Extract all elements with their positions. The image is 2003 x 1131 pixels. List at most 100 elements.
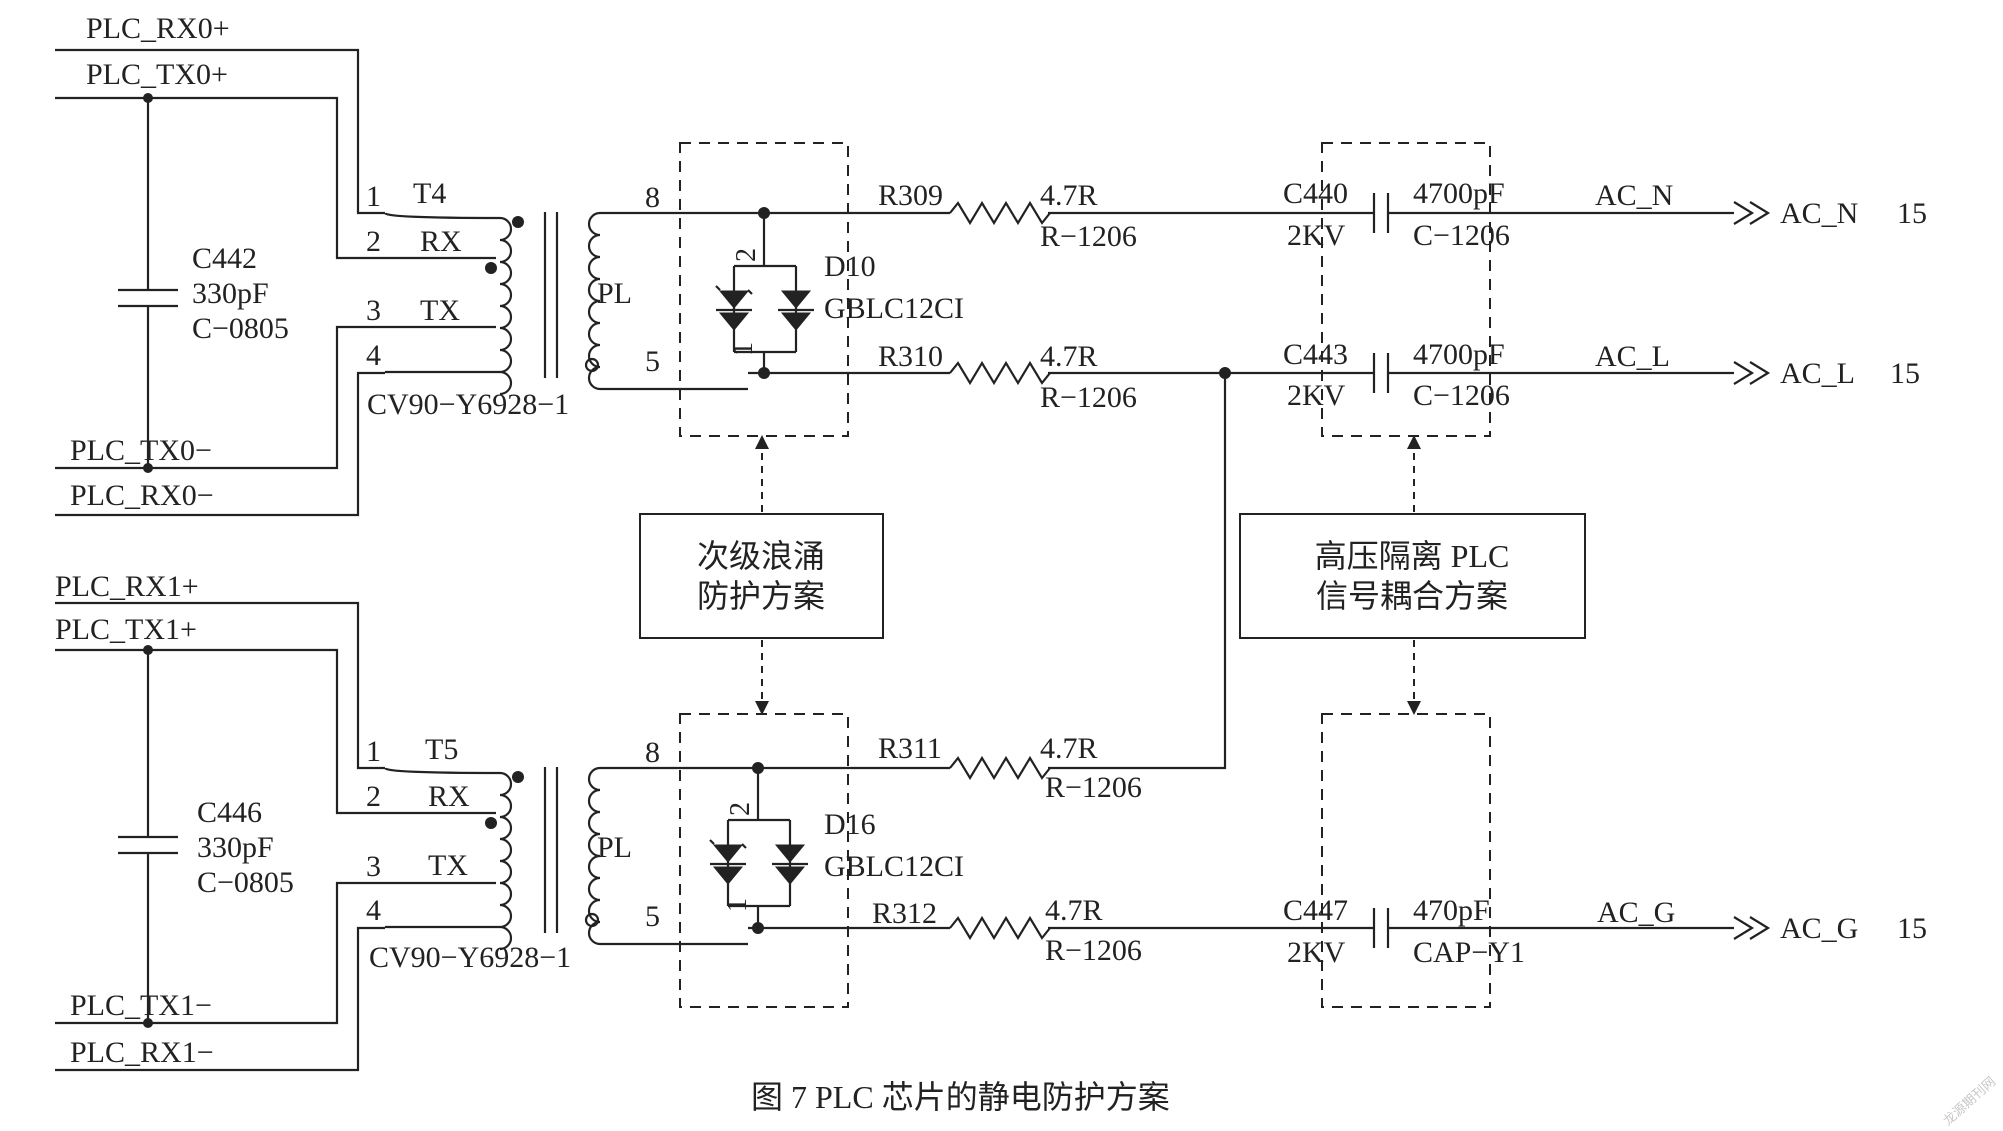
polarity-dot (485, 817, 497, 829)
transformer-primary-coil (383, 211, 513, 396)
cap-package: C−0805 (197, 866, 294, 899)
resistor-package: R−1206 (1040, 220, 1137, 253)
pin-number: 2 (366, 780, 381, 813)
circuit-1: PLC_RX0+ PLC_TX0+ PLC_TX0− PLC_RX0− C442… (55, 12, 1927, 517)
pin-number: 3 (366, 850, 381, 883)
transformer-tx-label: TX (428, 849, 468, 882)
transformer-pl-label: PL (597, 277, 632, 310)
net-label: AC_G (1597, 896, 1675, 929)
offpage-port: AC_L (1780, 357, 1855, 390)
cap-voltage: 2KV (1287, 379, 1346, 412)
tvs-diode-right (780, 290, 812, 331)
wire-tx1-neg (55, 881, 385, 1025)
cap-voltage: 2KV (1287, 219, 1346, 252)
cap-value: 330pF (192, 277, 269, 310)
transformer-rx-label: RX (428, 780, 470, 813)
cap-package: C−1206 (1413, 379, 1510, 412)
resistor-package: R−1206 (1040, 381, 1137, 414)
resistor-ref: R311 (878, 732, 942, 765)
junction-dot (143, 1018, 153, 1028)
resistor-r312 (949, 915, 1051, 941)
offpage-page: 15 (1897, 912, 1927, 945)
watermark: 龙源期刊网 (1940, 1074, 1998, 1129)
net-label: PLC_TX0− (70, 434, 212, 467)
diode-pin: 2 (731, 248, 762, 262)
offpage-arrow-ac-l (1733, 361, 1771, 385)
cap-c440 (1372, 193, 1390, 233)
diode-part: GBLC12CI (824, 850, 964, 883)
surge-protection-box (679, 713, 849, 1008)
coupling-callout-box (1239, 513, 1586, 639)
resistor-ref: R309 (878, 179, 943, 212)
offpage-page: 15 (1890, 357, 1920, 390)
coupling-box-bottom (1321, 713, 1491, 1008)
resistor-package: R−1206 (1045, 771, 1142, 804)
resistor-value: 4.7R (1040, 179, 1098, 212)
cap-ref: C443 (1283, 338, 1348, 371)
net-label: AC_L (1595, 340, 1670, 373)
resistor-r310 (949, 360, 1051, 386)
cap-ref: C446 (197, 796, 262, 829)
resistor-value: 4.7R (1040, 340, 1098, 373)
tvs-diode-left (718, 290, 750, 331)
transformer-secondary-coil (587, 211, 748, 391)
net-label: AC_N (1595, 179, 1673, 212)
transformer-primary-coil (383, 766, 513, 951)
net-label: PLC_RX0+ (86, 12, 230, 45)
diode-pin: 1 (728, 342, 759, 356)
pin-number: 1 (366, 180, 381, 213)
pin-number: 4 (366, 894, 381, 927)
tvs-bars (709, 839, 808, 866)
diode-ref: D10 (824, 250, 876, 283)
surge-callout-box (639, 513, 884, 639)
coupling-callout-line2: 信号耦合方案 (1316, 578, 1508, 614)
polarity-dot (512, 771, 524, 783)
wire-rx0-neg (55, 371, 385, 517)
pin-number: 8 (645, 181, 660, 214)
pin-number: 5 (645, 900, 660, 933)
net-label: PLC_RX1+ (55, 570, 199, 603)
pin-number: 4 (366, 339, 381, 372)
net-label: PLC_RX0− (70, 479, 214, 512)
circuit-2: PLC_RX1+ PLC_TX1+ PLC_TX1− PLC_RX1− C446… (55, 373, 1927, 1072)
cap-package: C−1206 (1413, 219, 1510, 252)
resistor-value: 4.7R (1040, 732, 1098, 765)
wire-rx1-pos (55, 601, 385, 770)
pin-number: 1 (366, 735, 381, 768)
surge-protection-box (679, 142, 849, 437)
diode-part: GBLC12CI (824, 292, 964, 325)
polarity-dot (485, 262, 497, 274)
resistor-package: R−1206 (1045, 934, 1142, 967)
resistor-r311 (949, 755, 1051, 781)
wire-tx1-pos (55, 648, 385, 815)
polarity-dot (512, 216, 524, 228)
transformer-ref: T5 (425, 733, 458, 766)
transformer-pl-label: PL (597, 831, 632, 864)
resistor-r309 (949, 200, 1051, 226)
resistor-ref: R312 (872, 897, 937, 930)
surge-callout-line2: 防护方案 (697, 578, 825, 614)
offpage-arrow-ac-n (1733, 201, 1771, 225)
cap-ref: C442 (192, 242, 257, 275)
transformer-core (543, 212, 559, 378)
tvs-diode-right (774, 844, 806, 885)
wire-rx1-neg (55, 926, 385, 1072)
offpage-arrow-ac-g (1733, 916, 1771, 940)
polarity-dot-hollow (584, 912, 600, 928)
transformer-secondary-coil (587, 766, 748, 946)
transformer-ref: T4 (413, 177, 446, 210)
cap-c443 (1372, 353, 1390, 393)
figure-caption: 图 7 PLC 芯片的静电防护方案 (751, 1079, 1170, 1115)
wire-r311-to-ac-l (1048, 373, 1227, 770)
wire-tx0-neg (55, 325, 385, 470)
polarity-dot-hollow (584, 357, 600, 373)
cap-voltage: 2KV (1287, 936, 1346, 969)
offpage-page: 15 (1897, 197, 1927, 230)
wire-tx0-pos (55, 96, 385, 260)
net-label: PLC_TX1+ (55, 613, 197, 646)
junction-dot (143, 463, 153, 473)
wire-rx0-pos (55, 48, 385, 215)
coupling-box-top (1321, 142, 1491, 437)
cap-value: 330pF (197, 831, 274, 864)
